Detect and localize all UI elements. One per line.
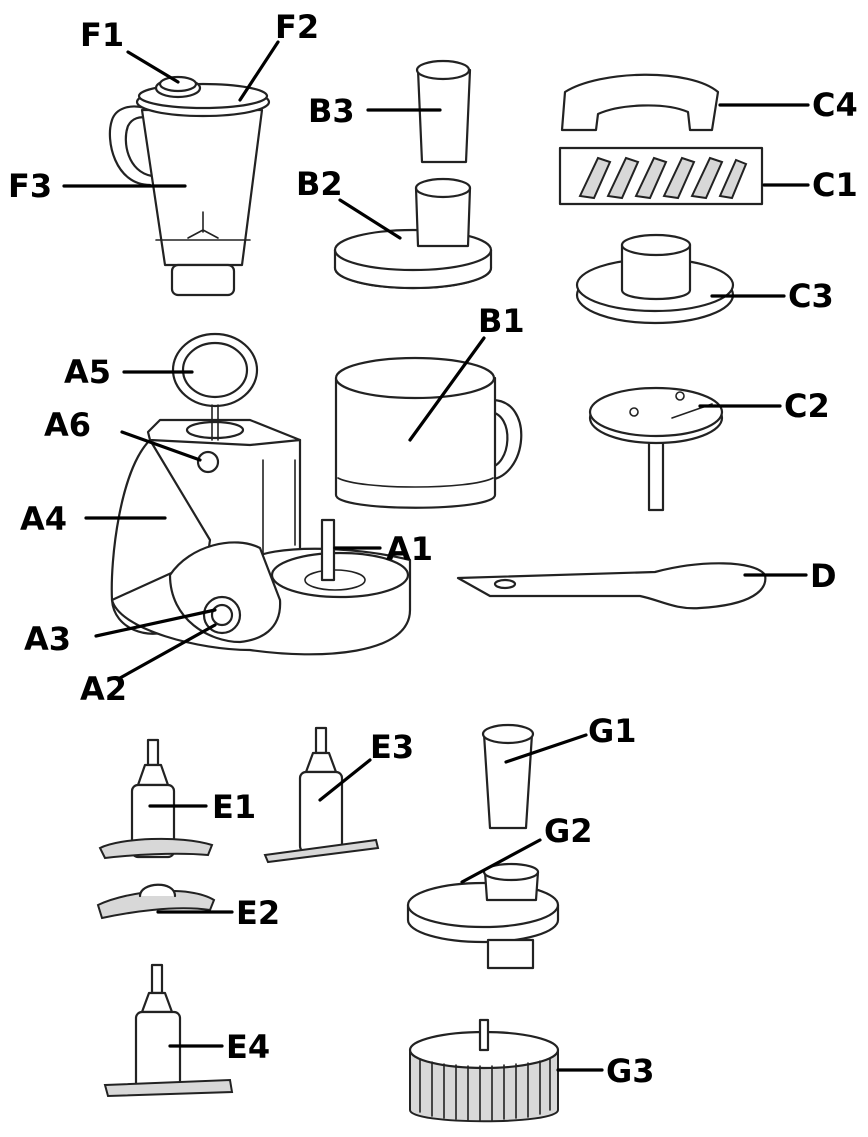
label-b1: B1 [478, 302, 525, 340]
juicer-lid [406, 862, 560, 970]
label-g1: G1 [588, 712, 637, 750]
juicer-pusher [481, 723, 535, 830]
label-e2: E2 [236, 894, 280, 932]
label-a1: A1 [386, 530, 433, 568]
leader-g1 [504, 733, 588, 764]
label-f3: F3 [8, 167, 52, 205]
motor-base-unit [110, 418, 412, 656]
label-f2: F2 [275, 8, 319, 46]
label-c2: C2 [784, 387, 830, 425]
emulsifying-disc-assembly [103, 963, 234, 1098]
label-b3: B3 [308, 92, 355, 130]
spare-blade [96, 883, 216, 920]
feed-pusher [415, 59, 472, 164]
leader-b2 [338, 198, 402, 240]
slicing-disc-with-shaft [588, 386, 724, 512]
label-a3: A3 [24, 620, 71, 658]
disc-holder-base [575, 233, 735, 325]
leader-e3 [318, 758, 372, 802]
leader-a2 [118, 623, 217, 680]
leader-b1 [408, 336, 486, 442]
part-labels: F1 F2 F3 B3 B2 B1 C4 C1 C3 C2 A5 A6 A4 A… [8, 8, 858, 1090]
dough-blade-assembly [263, 726, 380, 864]
leader-g2 [460, 838, 542, 884]
leader-a6 [120, 430, 202, 462]
safety-lid-ring [171, 332, 259, 441]
label-g2: G2 [544, 812, 593, 850]
label-e3: E3 [370, 728, 414, 766]
disc-storage-cover [560, 73, 720, 132]
label-g3: G3 [606, 1052, 655, 1090]
label-b2: B2 [296, 165, 343, 203]
leader-lines [62, 40, 810, 1072]
label-c3: C3 [788, 277, 834, 315]
label-e4: E4 [226, 1028, 270, 1066]
leader-f1 [126, 50, 180, 84]
label-a4: A4 [20, 500, 67, 538]
processor-lid [333, 177, 493, 290]
label-a6: A6 [44, 406, 91, 444]
label-a5: A5 [64, 353, 111, 391]
label-c4: C4 [812, 86, 858, 124]
label-f1: F1 [80, 16, 124, 54]
cutting-disc-set [558, 146, 764, 206]
processor-bowl [334, 356, 523, 509]
spatula [456, 562, 767, 610]
label-e1: E1 [212, 788, 256, 826]
leader-f2 [238, 40, 280, 102]
label-c1: C1 [812, 166, 858, 204]
leader-a3 [94, 608, 217, 638]
label-d: D [810, 557, 837, 595]
juicer-sieve-basket [408, 1018, 560, 1123]
blender-jug [108, 75, 271, 297]
chopping-blade-assembly [98, 738, 214, 860]
label-a2: A2 [80, 670, 127, 708]
